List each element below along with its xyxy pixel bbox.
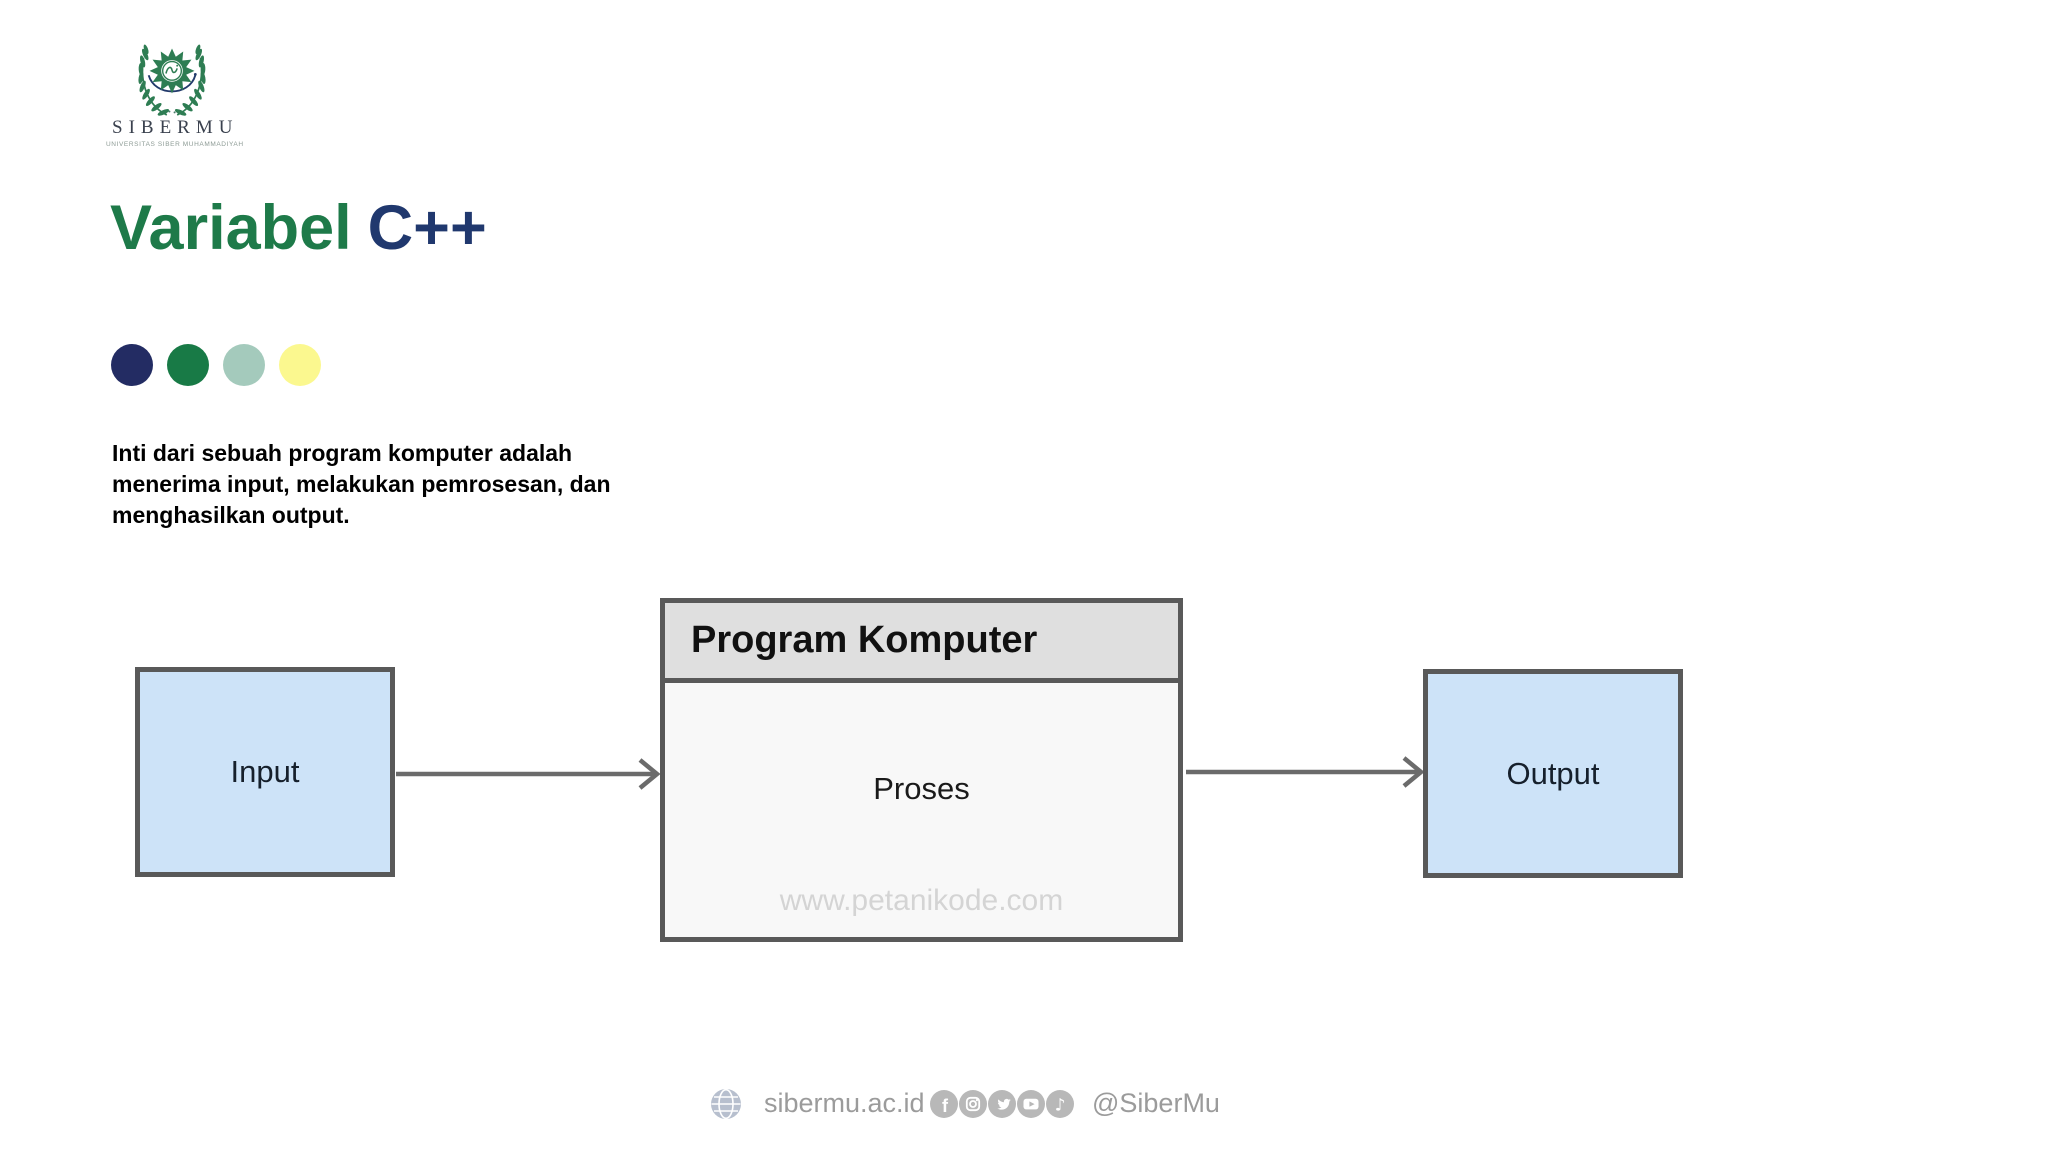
youtube-icon [1017,1090,1045,1118]
calligraphy-icon [165,66,178,74]
output-box: Output [1423,669,1683,878]
dot-sage [223,344,265,386]
input-box: Input [135,667,395,877]
program-box-body: Proses www.petanikode.com [665,683,1178,932]
twitter-icon [988,1090,1016,1118]
intro-paragraph: Inti dari sebuah program komputer adalah… [112,440,611,528]
dot-green [167,344,209,386]
arrow-input-to-program [396,758,661,790]
process-label: Proses [873,771,970,806]
globe-icon [711,1088,741,1120]
dot-navy [111,344,153,386]
program-box-header: Program Komputer [665,603,1178,683]
output-box-label: Output [1506,755,1600,791]
footer-website: sibermu.ac.id [764,1088,925,1118]
title-part-variabel: Variabel [110,193,352,263]
dot-yellow [279,344,321,386]
logo-brand-text: SIBERMU [112,117,239,138]
watermark-text: www.petanikode.com [779,884,1064,917]
title-part-cpp: C++ [367,193,487,263]
accent-dots [111,344,321,386]
sibermu-emblem-icon [138,43,208,118]
arrow-program-to-output [1186,756,1425,788]
sibermu-logo: SIBERMU UNIVERSITAS SIBER MUHAMMADIYAH [106,26,244,148]
instagram-icon [959,1090,987,1118]
social-icons: f ♪ [930,1090,1074,1118]
logo-subtitle-text: UNIVERSITAS SIBER MUHAMMADIYAH [106,141,244,148]
svg-text:♪: ♪ [1055,1096,1066,1116]
svg-text:f: f [942,1096,949,1116]
tiktok-icon: ♪ [1046,1090,1074,1118]
facebook-icon: f [930,1090,958,1118]
input-box-label: Input [230,754,300,789]
footer-social-handle: @SiberMu [1092,1088,1220,1118]
program-box-title: Program Komputer [691,619,1038,661]
laurel-wreath-icon [138,43,208,118]
program-box: Program Komputer Proses www.petanikode.c… [660,598,1183,942]
